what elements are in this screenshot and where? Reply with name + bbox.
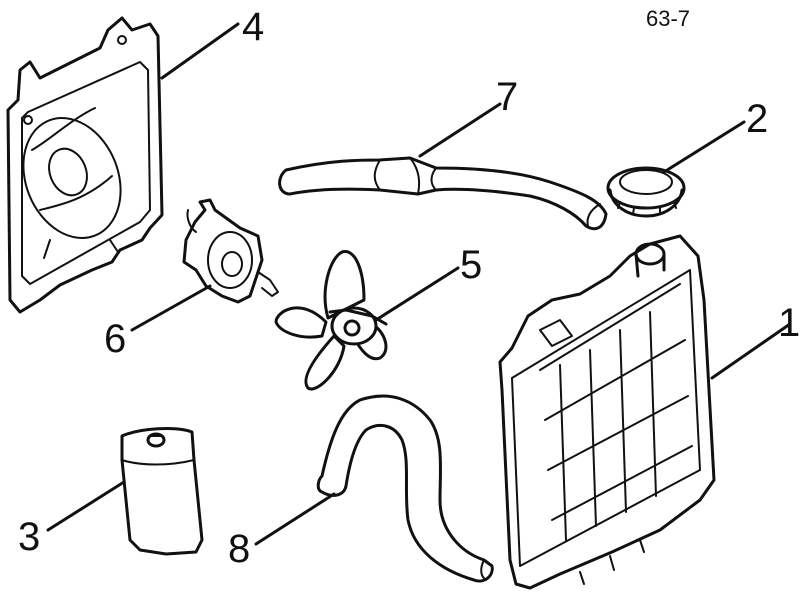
callout-5: 5 [460,243,482,287]
callout-4: 4 [242,5,264,49]
leader-line-8 [254,492,336,546]
lower-hose [316,394,494,583]
radiator-cap [606,166,686,218]
radiator [498,234,716,590]
leader-line-7 [418,102,502,158]
leader-line-3 [46,480,126,532]
leader-lines [46,22,792,546]
upper-hose [278,156,608,231]
leader-line-6 [130,284,212,332]
callout-8: 8 [228,527,250,571]
fan-shroud [6,16,164,314]
leader-line-2 [662,120,746,174]
reservoir-tank [120,427,204,556]
callout-1: 1 [778,301,800,345]
fan-motor [182,198,279,304]
callout-6: 6 [104,317,126,361]
leader-line-1 [710,322,792,380]
leader-line-5 [374,266,460,322]
callout-7: 7 [496,75,518,119]
fan [274,250,388,391]
leader-line-4 [160,22,240,80]
callout-3: 3 [18,515,40,559]
figure-code: 63-7 [646,6,690,31]
callout-2: 2 [746,97,768,141]
